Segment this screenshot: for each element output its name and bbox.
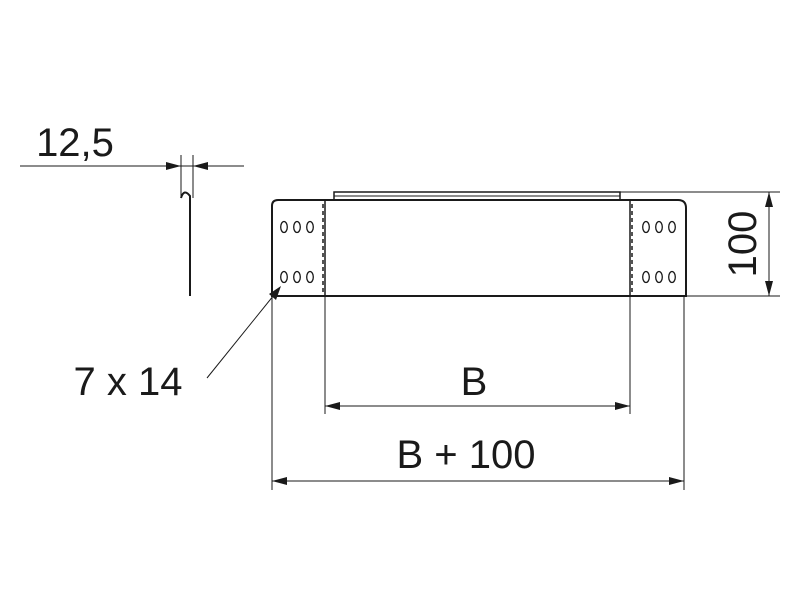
hole-group-right-bottom — [642, 270, 676, 284]
hole — [668, 220, 676, 234]
hole-size-callout: 7 x 14 — [74, 286, 281, 404]
thickness-arrow-left — [166, 162, 181, 170]
hole — [642, 270, 650, 284]
hole — [293, 220, 301, 234]
hole-group-right-top — [642, 220, 676, 234]
side-profile-view: 12,5 — [20, 121, 244, 296]
height-dimension: 100 — [620, 191, 780, 297]
hole — [280, 220, 288, 234]
hole — [655, 220, 663, 234]
thickness-label: 12,5 — [36, 121, 114, 165]
thickness-arrow-right — [193, 162, 208, 170]
inner-panel — [324, 199, 631, 297]
height-arrow-top — [765, 192, 773, 207]
hole — [655, 270, 663, 284]
inner-width-label: B — [461, 360, 488, 404]
hole — [306, 270, 314, 284]
height-arrow-bottom — [765, 281, 773, 296]
outer-width-arrow-right — [669, 477, 684, 485]
outer-width-arrow-left — [272, 477, 287, 485]
hole — [280, 270, 288, 284]
inner-width-dimension: B — [324, 296, 631, 414]
sheet-profile — [180, 191, 191, 296]
outer-width-label: B + 100 — [396, 433, 535, 477]
hole-group-left-bottom — [280, 270, 314, 284]
hole — [668, 270, 676, 284]
front-view — [271, 191, 687, 297]
hole-group-left-top — [280, 220, 314, 234]
hole — [642, 220, 650, 234]
outer-width-dimension: B + 100 — [271, 296, 685, 490]
inner-width-arrow-right — [615, 402, 630, 410]
hole — [306, 220, 314, 234]
height-label: 100 — [721, 211, 765, 278]
inner-width-arrow-left — [325, 402, 340, 410]
hole — [293, 270, 301, 284]
hole-leader-line — [206, 289, 279, 379]
hole-leader-arrow — [269, 286, 281, 300]
hole-size-label: 7 x 14 — [74, 360, 183, 404]
plate-outline — [271, 199, 687, 297]
